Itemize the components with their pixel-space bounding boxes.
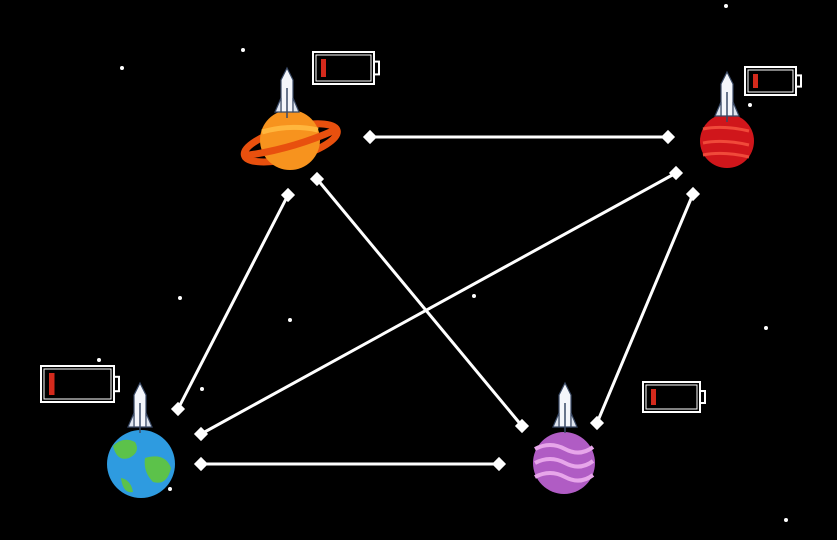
battery-level (651, 389, 656, 405)
star (178, 296, 182, 300)
battery-level (49, 373, 55, 395)
planet-mars[interactable] (700, 66, 802, 168)
route-endpoint[interactable] (362, 129, 378, 145)
battery-icon (744, 66, 802, 96)
route-endpoint[interactable] (193, 456, 209, 472)
rocket-icon (714, 70, 740, 122)
star (748, 103, 752, 107)
route-saturn-earth[interactable] (170, 187, 296, 417)
route-endpoint[interactable] (280, 187, 296, 203)
route-endpoint[interactable] (491, 456, 507, 472)
battery-icon (312, 51, 380, 85)
star (168, 487, 172, 491)
route-saturn-mars[interactable] (362, 129, 676, 145)
star (764, 326, 768, 330)
battery-icon (40, 365, 120, 403)
rocket-icon (552, 381, 578, 433)
rocket-icon (274, 66, 300, 118)
star (200, 387, 204, 391)
planet-purple[interactable] (533, 381, 706, 494)
planet-saturn[interactable] (240, 51, 380, 170)
star (784, 518, 788, 522)
battery-icon (642, 381, 706, 413)
star (97, 358, 101, 362)
route-endpoint[interactable] (193, 426, 209, 442)
star (724, 4, 728, 8)
planet-earth[interactable] (40, 365, 175, 498)
route-endpoint[interactable] (309, 171, 325, 187)
battery-level (753, 74, 758, 88)
route-endpoint[interactable] (660, 129, 676, 145)
star (288, 318, 292, 322)
battery-level (321, 59, 326, 77)
route-earth-purple[interactable] (193, 456, 507, 472)
route-endpoint[interactable] (668, 165, 684, 181)
route-mars-purple[interactable] (589, 186, 701, 431)
star (241, 48, 245, 52)
rocket-icon (127, 381, 153, 433)
route-endpoint[interactable] (685, 186, 701, 202)
route-mars-earth[interactable] (193, 165, 684, 442)
star (472, 294, 476, 298)
route-endpoint[interactable] (589, 415, 605, 431)
route-endpoint[interactable] (170, 401, 186, 417)
route-saturn-purple[interactable] (309, 171, 530, 434)
route-endpoint[interactable] (514, 418, 530, 434)
star (120, 66, 124, 70)
